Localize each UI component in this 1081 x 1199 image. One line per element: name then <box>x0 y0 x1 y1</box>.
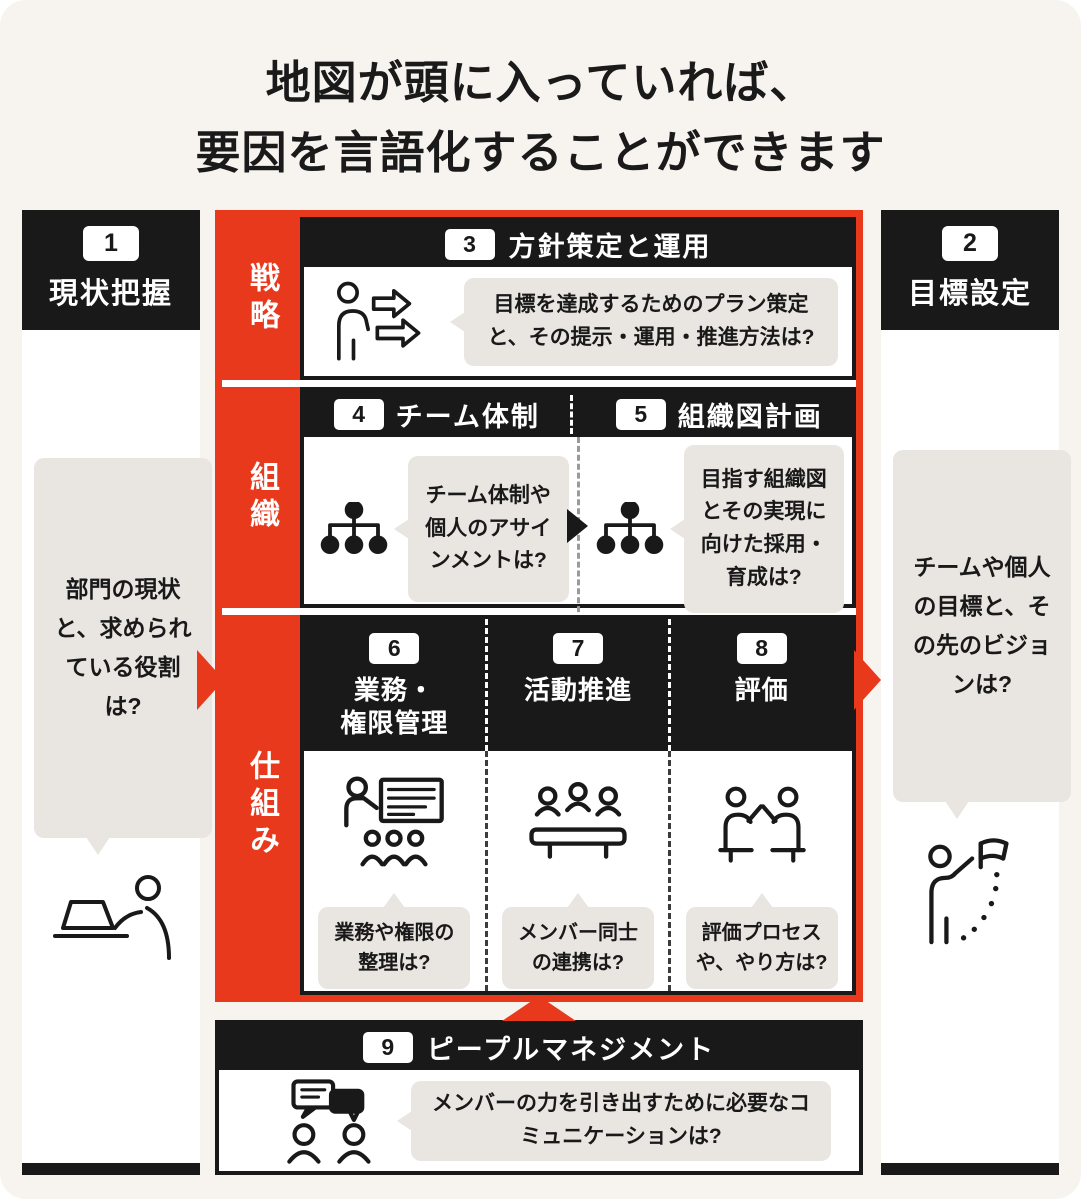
row-mechanism: 仕組み 6 業務・ 権限管理 7 活動推進 8 評価 <box>222 615 856 995</box>
row3-headers: 6 業務・ 権限管理 7 活動推進 8 評価 <box>304 619 852 751</box>
arrow-bottom-to-center-icon <box>502 996 576 1021</box>
page-title: 地図が頭に入っていれば、 要因を言語化することができます <box>0 48 1081 188</box>
flow-arrow-icon <box>567 509 588 543</box>
section6-title: 業務・ 権限管理 <box>340 675 449 738</box>
step2-header: 2 目標設定 <box>881 210 1059 330</box>
row-label-mechanism: 仕組み <box>222 615 300 995</box>
section3-speech-bubble: 目標を達成するためのプラン策定と、その提示・運用・推進方法は? <box>464 277 838 366</box>
section7-bubble-text: メンバー同士の連携は? <box>518 922 638 974</box>
section4-title: チーム体制 <box>395 401 540 432</box>
row3-body: 業務や権限の整理は? メンバ <box>304 751 852 991</box>
step1-bubble-text: 部門の現状と、求められている役割は? <box>54 575 192 720</box>
row-organization: 組織 4 チーム体制 5 組織図計画 <box>222 387 856 621</box>
step2-body: チームや個人の目標と、その先のビジョンは? <box>881 330 1071 1163</box>
org-chart-icon <box>320 501 388 554</box>
section7-number-badge: 7 <box>553 633 603 664</box>
row-strategy: 戦略 3 方針策定と運用 目標を達成するためのプラン策定と、その提示・運 <box>222 217 856 380</box>
section5-header: 5 組織図計画 <box>587 395 853 434</box>
section4-number-badge: 4 <box>333 398 384 430</box>
flag-person-icon <box>928 838 1009 945</box>
row-organization-content: 4 チーム体制 5 組織図計画 <box>300 387 856 621</box>
evaluation-icon <box>717 786 806 863</box>
section9-number-badge: 9 <box>362 1031 413 1063</box>
arrow-left-to-center-icon <box>197 650 224 710</box>
section4-speech-bubble: チーム体制や個人のアサインメントは? <box>408 456 569 602</box>
step-goal-setting-column: 2 目標設定 チームや個人の目標と、その先のビジョンは? <box>881 210 1071 1175</box>
section5-body: 目指す組織図とその実現に向けた採用・育成は? <box>580 437 853 621</box>
section5-speech-bubble: 目指す組織図とその実現に向けた採用・育成は? <box>683 445 844 613</box>
section3-header: 3 方針策定と運用 <box>304 221 852 267</box>
section4-bubble-text: チーム体制や個人のアサインメントは? <box>425 484 552 573</box>
section9-bubble-text: メンバーの力を引き出すために必要なコミュニケーションは? <box>432 1091 810 1148</box>
section3-body: 目標を達成するためのプラン策定と、その提示・運用・推進方法は? <box>304 267 852 376</box>
step2-number-badge: 2 <box>942 226 998 261</box>
section9-body: メンバーの力を引き出すために必要なコミュニケーションは? <box>219 1070 859 1171</box>
row-mechanism-content: 6 業務・ 権限管理 7 活動推進 8 評価 <box>300 615 856 995</box>
section3-bubble-text: 目標を達成するためのプラン策定と、その提示・運用・推進方法は? <box>487 292 815 349</box>
meeting-icon <box>529 782 627 859</box>
section6-body: 業務や権限の整理は? <box>304 751 488 991</box>
step2-bubble-text: チームや個人の目標と、その先のビジョンは? <box>913 553 1051 698</box>
section6-number-badge: 6 <box>369 633 420 664</box>
row-label-strategy: 戦略 <box>222 217 300 380</box>
row-strategy-content: 3 方針策定と運用 目標を達成するためのプラン策定と、その提示・運用・推進方法は… <box>300 217 856 380</box>
section8-header: 8 評価 <box>671 619 852 751</box>
row2-body: チーム体制や個人のアサインメントは? 目指す組織図とその実現に向けた採用・育成は… <box>304 437 852 621</box>
section6-bubble-text: 業務や権限の整理は? <box>334 922 455 974</box>
section7-title: 活動推進 <box>524 675 633 705</box>
section4-body: チーム体制や個人のアサインメントは? <box>304 437 580 621</box>
communication-icon <box>287 1078 371 1164</box>
section3-title: 方針策定と運用 <box>508 231 712 262</box>
section8-body: 評価プロセスや、やり方は? <box>671 751 852 991</box>
step1-header: 1 現状把握 <box>22 210 200 330</box>
row-label-organization: 組織 <box>222 387 300 608</box>
section3-number-badge: 3 <box>444 228 495 260</box>
page-title-line1: 地図が頭に入っていれば、 <box>265 57 816 108</box>
row2-headers: 4 チーム体制 5 組織図計画 <box>304 391 852 437</box>
section8-number-badge: 8 <box>736 633 787 664</box>
section5-number-badge: 5 <box>615 398 666 430</box>
section9-header: 9 ピープルマネジメント <box>219 1024 859 1070</box>
org-chart-icon <box>596 501 663 554</box>
arrow-center-to-right-icon <box>854 650 881 710</box>
section8-title: 評価 <box>734 675 789 705</box>
section9-speech-bubble: メンバーの力を引き出すために必要なコミュニケーションは? <box>411 1080 831 1161</box>
step2-speech-bubble: チームや個人の目標と、その先のビジョンは? <box>893 450 1071 819</box>
framework-map: 戦略 3 方針策定と運用 目標を達成するためのプラン策定と、その提示・運 <box>215 210 863 1002</box>
section5-title: 組織図計画 <box>677 401 823 432</box>
section6-header: 6 業務・ 権限管理 <box>304 619 488 751</box>
section7-body: メンバー同士の連携は? <box>488 751 672 991</box>
step1-number-badge: 1 <box>83 226 139 261</box>
presentation-icon <box>344 776 445 867</box>
section6-speech-bubble: 業務や権限の整理は? <box>318 907 471 989</box>
section7-header: 7 活動推進 <box>488 619 672 751</box>
section4-header: 4 チーム体制 <box>304 394 573 434</box>
section8-speech-bubble: 評価プロセスや、やり方は? <box>685 907 838 989</box>
step1-body: 部門の現状と、求められている役割は? <box>22 330 212 1163</box>
laptop-person-icon <box>53 875 171 960</box>
section7-speech-bubble: メンバー同士の連携は? <box>502 907 654 989</box>
step-current-state-column: 1 現状把握 部門の現状と、求められている役割は? <box>22 210 212 1175</box>
step1-title: 現状把握 <box>48 278 173 310</box>
section5-bubble-text: 目指す組織図とその実現に向けた採用・育成は? <box>700 467 827 589</box>
strategy-icon <box>337 281 421 360</box>
people-management-bar: 9 ピープルマネジメント メンバーの力を引き出すために必要なコミュニケーションは… <box>215 1020 863 1175</box>
section8-bubble-text: 評価プロセスや、やり方は? <box>695 922 828 974</box>
section9-title: ピープルマネジメント <box>426 1034 716 1065</box>
page-title-line2: 要因を言語化することができます <box>195 126 886 178</box>
step2-title: 目標設定 <box>907 278 1032 310</box>
step1-speech-bubble: 部門の現状と、求められている役割は? <box>34 458 212 855</box>
